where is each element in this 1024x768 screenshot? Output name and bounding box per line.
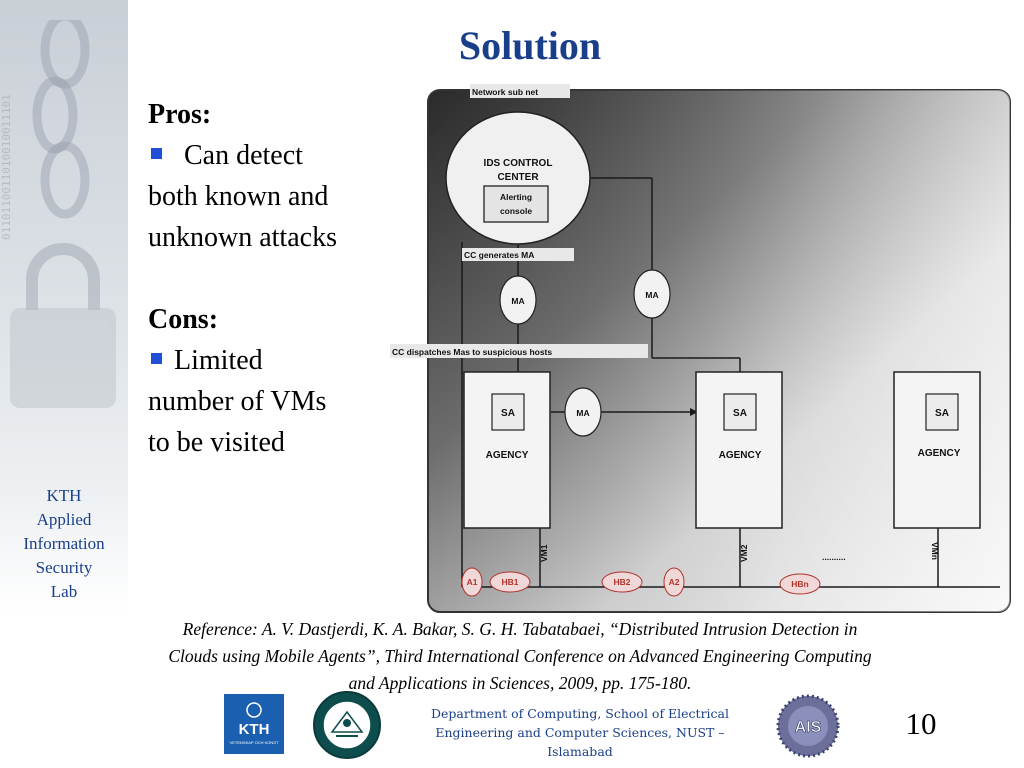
cc-generates-bg (462, 248, 574, 261)
chain-icon (32, 20, 90, 219)
agency-label: AGENCY (719, 450, 762, 461)
ma-label: MA (511, 296, 524, 306)
agency-label: AGENCY (918, 448, 961, 459)
ais-logo-text: AIS (795, 719, 822, 736)
cons-heading: Cons: (148, 304, 219, 335)
ids-center-label: IDS CONTROL (484, 158, 553, 169)
hb2-node (601, 571, 643, 593)
pros-item-line: both known and (148, 181, 329, 212)
nust-seal-logo (313, 691, 381, 759)
department-line: Department of Computing, School of Elect… (430, 706, 730, 721)
ids-center-label: CENTER (497, 172, 539, 183)
department-info: Department of Computing, School of Elect… (404, 704, 756, 761)
sidebar-label-line: Applied (36, 510, 92, 529)
a-label: A1 (467, 577, 478, 587)
hb-label: HB1 (501, 577, 518, 587)
mobile-agent-node (564, 387, 602, 437)
cc-dispatches-bg (390, 344, 648, 358)
slide-number: 10 (905, 706, 937, 741)
sa-box (723, 393, 757, 431)
binary-watermark: 0110110011010010011101 (0, 94, 13, 240)
cons-item-line: to be visited (148, 427, 285, 458)
agency-label: AGENCY (486, 450, 529, 461)
sa-label: SA (501, 408, 515, 419)
vm-label: VM2 (739, 544, 749, 562)
hb1-node (489, 571, 531, 593)
department-line: Engineering and Computer Sciences, NUST … (435, 725, 725, 740)
vm-label: VM1 (539, 544, 549, 562)
kth-logo-text: KTH (239, 721, 270, 738)
hb-label: HB2 (613, 577, 630, 587)
decorative-sidebar: 0110110011010010011101 (0, 0, 128, 768)
cc-generates-label: CC generates MA (464, 250, 534, 260)
reference-citation: Reference: A. V. Dastjerdi, K. A. Bakar,… (40, 616, 1000, 697)
sidebar-label-line: Lab (50, 582, 78, 601)
bullet-icon (151, 353, 162, 364)
mobile-agent-node (633, 269, 671, 319)
cons-item: Limited (148, 340, 388, 381)
pros-item: Can detect (148, 135, 388, 176)
alerting-console (483, 185, 549, 223)
pros-cons-list: Pros: Can detect both known and unknown … (148, 94, 388, 463)
mobile-agent-node (499, 275, 537, 325)
architecture-diagram: Network sub net IDS CONTROL CENTER Alert… (390, 82, 1016, 616)
alerting-label: Alerting (500, 192, 532, 202)
alerting-label: console (500, 206, 532, 216)
diagram-svg: Network sub net IDS CONTROL CENTER Alert… (390, 84, 1011, 613)
network-label-bg (470, 84, 570, 98)
sidebar-label-line: Security (35, 558, 93, 577)
kth-logo: KTH VETENSKAP OCH KONST (224, 694, 284, 754)
pros-heading: Pros: (148, 99, 212, 130)
sa-box (925, 393, 959, 431)
reference-line: Clouds using Mobile Agents”, Third Inter… (168, 646, 872, 666)
ma-label: MA (576, 408, 589, 418)
department-line: Islamabad (547, 744, 613, 759)
sa-label: SA (935, 408, 949, 419)
sidebar-label-line: Information (23, 534, 105, 553)
cons-item-line: Limited (174, 345, 263, 376)
vm-label: VMn (930, 542, 940, 560)
slide-title: Solution (458, 23, 602, 68)
hbn-node (779, 573, 821, 595)
more-hosts-ellipsis: .......... (822, 552, 846, 562)
padlock-icon (10, 243, 116, 408)
a1-node (461, 567, 483, 597)
a-label: A2 (669, 577, 680, 587)
ids-control-center (445, 111, 591, 245)
cc-dispatches-label: CC dispatches Mas to suspicious hosts (392, 347, 552, 357)
cons-item-line: number of VMs (148, 386, 327, 417)
kth-logo-subtext: VETENSKAP OCH KONST (230, 740, 279, 745)
sidebar-lab-label: KTH Applied Information Security Lab (0, 484, 128, 604)
sa-box (491, 393, 525, 431)
bullet-icon (151, 148, 162, 159)
network-label: Network sub net (472, 87, 538, 97)
ma-label: MA (645, 290, 658, 300)
a2-node (663, 567, 685, 597)
pros-item-line: unknown attacks (148, 222, 337, 253)
reference-line: and Applications in Sciences, 2009, pp. … (348, 673, 692, 693)
reference-line: Reference: A. V. Dastjerdi, K. A. Bakar,… (182, 619, 858, 639)
pros-item-line: Can detect (184, 140, 303, 171)
sidebar-label-line: KTH (46, 486, 82, 505)
sa-label: SA (733, 408, 747, 419)
hb-label: HBn (791, 579, 808, 589)
arrow-head (690, 408, 698, 416)
ais-logo: AIS (776, 694, 840, 758)
